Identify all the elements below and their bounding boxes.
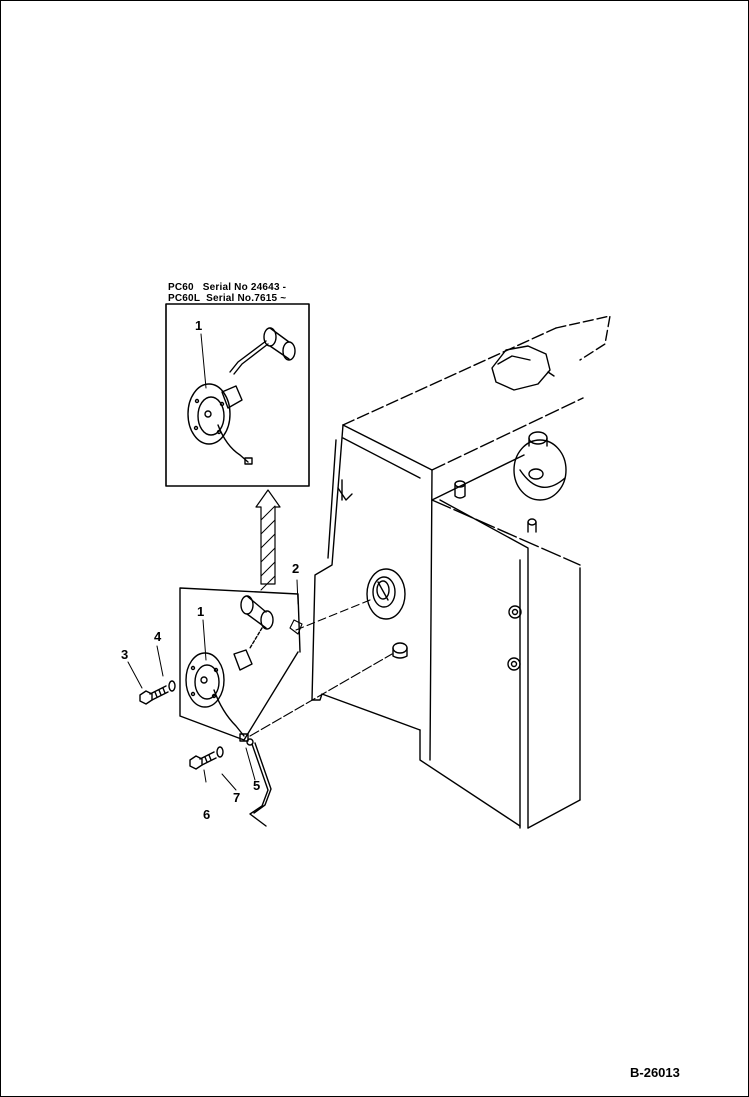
reference-arrow: [255, 489, 281, 591]
callout-2: 2: [292, 561, 300, 576]
callout-5: 5: [253, 778, 261, 793]
fuel-tank: [311, 315, 611, 829]
washer-4: [168, 680, 176, 692]
serial-note-model: PC60: [168, 282, 194, 293]
washer-7: [216, 746, 224, 758]
drawing-number: B-26013: [630, 1065, 680, 1080]
inset-frame: [165, 303, 310, 487]
callout-3: 3: [121, 647, 129, 662]
inset-fuel-sender: [187, 327, 296, 465]
callout-1: 1: [197, 604, 205, 619]
serial-note-pc60: PC60 Serial No 24643 -: [168, 282, 286, 293]
serial-note-serial: Serial No 24643 -: [202, 282, 287, 293]
leader-lines: [127, 579, 299, 791]
main-assembly-panel: [179, 587, 301, 741]
bolt-3: [139, 685, 169, 705]
callout-inset-1: 1: [195, 318, 203, 333]
callout-7: 7: [233, 790, 241, 805]
serial-note-pc60l: PC60L Serial No.7615 ~: [168, 293, 286, 304]
serial-note-model: PC60L: [168, 293, 201, 304]
callout-6: 6: [203, 807, 211, 822]
serial-note-serial: Serial No.7615 ~: [206, 293, 287, 304]
callout-4: 4: [154, 629, 162, 644]
bolt-6: [189, 751, 217, 770]
projection-lines: [249, 599, 393, 737]
